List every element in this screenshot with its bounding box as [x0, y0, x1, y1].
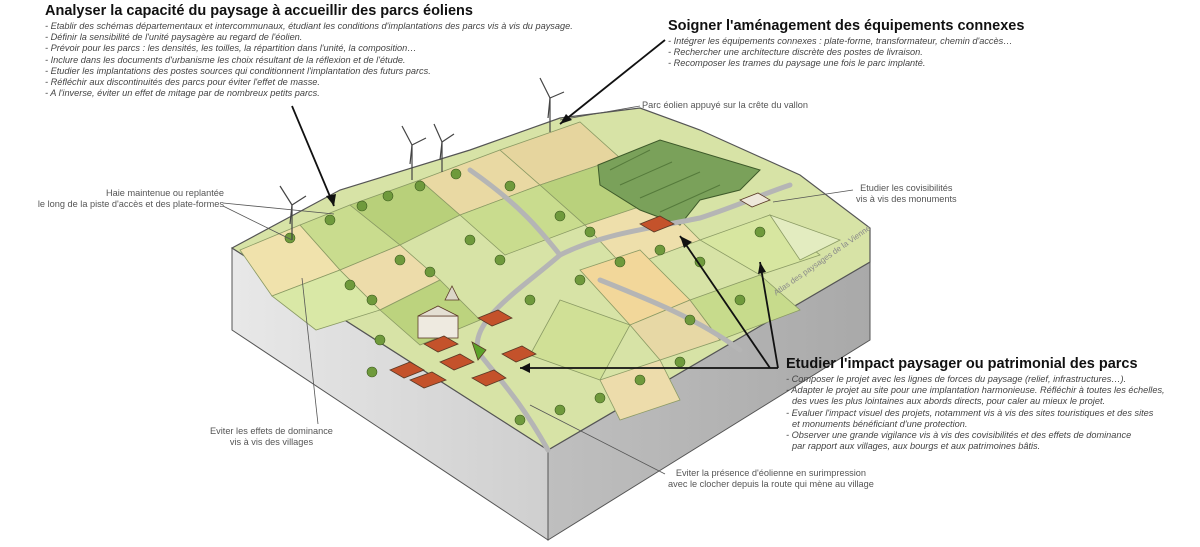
- note-dominance: Eviter les effets de dominance vis à vis…: [210, 426, 333, 448]
- note-overprint: Eviter la présence d'éolienne en surimpr…: [668, 468, 874, 490]
- list-item: - Prévoir pour les parcs : les densités,…: [45, 43, 417, 54]
- list-item: - Observer une grande vigilance vis à vi…: [786, 430, 1132, 441]
- impact-title: Etudier l'impact paysager ou patrimonial…: [786, 356, 1138, 372]
- note-line: Etudier les covisibilités: [860, 183, 953, 193]
- list-item: - Définir la sensibilité de l'unité pays…: [45, 32, 303, 43]
- list-item: - Adapter le projet au site pour une imp…: [786, 385, 1165, 396]
- note-hedge: Haie maintenue ou replantée le long de l…: [14, 188, 224, 210]
- wind-turbine: [401, 125, 427, 180]
- equip-block: Soigner l'aménagement des équipements co…: [668, 18, 1024, 70]
- wind-turbines: [279, 77, 565, 240]
- list-item: - Etudier les implantations des postes s…: [45, 65, 431, 76]
- note-line: Haie maintenue ou replantée: [106, 188, 224, 198]
- analyze-title: Analyser la capacité du paysage à accuei…: [45, 3, 473, 19]
- note-line: vis à vis des monuments: [856, 194, 957, 204]
- equip-list: - Intégrer les équipements connexes : pl…: [668, 36, 1024, 70]
- note-line: le long de la piste d'accès et des plate…: [37, 199, 224, 209]
- list-item: des vues les plus lointaines aux abords …: [792, 396, 1106, 407]
- list-item: et monuments bénéficiant d'une protectio…: [792, 418, 968, 429]
- list-item: - Composer le projet avec les lignes de …: [786, 374, 1127, 384]
- wind-turbine: [433, 123, 455, 172]
- analyze-list: - Etablir des schémas départementaux et …: [45, 21, 573, 99]
- note-line: Parc éolien appuyé sur la crête du vallo…: [642, 100, 808, 110]
- wind-turbine: [539, 77, 565, 132]
- forest-block: [597, 139, 761, 226]
- list-item: - Evaluer l'impact visuel des projets, n…: [786, 407, 1154, 418]
- arrow-heads: [326, 114, 766, 373]
- note-covisibility: Etudier les covisibilités vis à vis des …: [856, 183, 957, 205]
- list-item: - Rechercher une architecture discrète d…: [668, 47, 923, 58]
- list-item: - Réfléchir aux discontinuités des parcs…: [45, 77, 320, 88]
- wind-turbine: [279, 185, 307, 240]
- list-item: - Etablir des schémas départementaux et …: [45, 21, 573, 31]
- arrows: [291, 39, 779, 369]
- village: [389, 192, 771, 389]
- list-item: - Intégrer les équipements connexes : pl…: [668, 36, 1013, 46]
- note-line: Eviter la présence d'éolienne en surimpr…: [675, 468, 867, 478]
- list-item: - Recomposer les trames du paysage une f…: [668, 58, 926, 69]
- note-ridge: Parc éolien appuyé sur la crête du vallo…: [642, 100, 808, 111]
- analyze-block: Analyser la capacité du paysage à accuei…: [45, 3, 573, 99]
- list-item: - Inclure dans les documents d'urbanisme…: [45, 54, 406, 65]
- impact-block: Etudier l'impact paysager ou patrimonial…: [786, 356, 1165, 452]
- note-line: Eviter les effets de dominance: [210, 426, 333, 436]
- note-line: avec le clocher depuis la route qui mène…: [668, 479, 874, 489]
- trees: [284, 168, 766, 426]
- equip-title: Soigner l'aménagement des équipements co…: [668, 18, 1025, 34]
- impact-list: - Composer le projet avec les lignes de …: [786, 374, 1165, 452]
- note-line: vis à vis des villages: [229, 437, 314, 447]
- list-item: - A l'inverse, éviter un effet de mitage…: [45, 88, 320, 99]
- list-item: par rapport aux villages, aux bourgs et …: [792, 441, 1041, 452]
- callout-lines: [222, 105, 854, 475]
